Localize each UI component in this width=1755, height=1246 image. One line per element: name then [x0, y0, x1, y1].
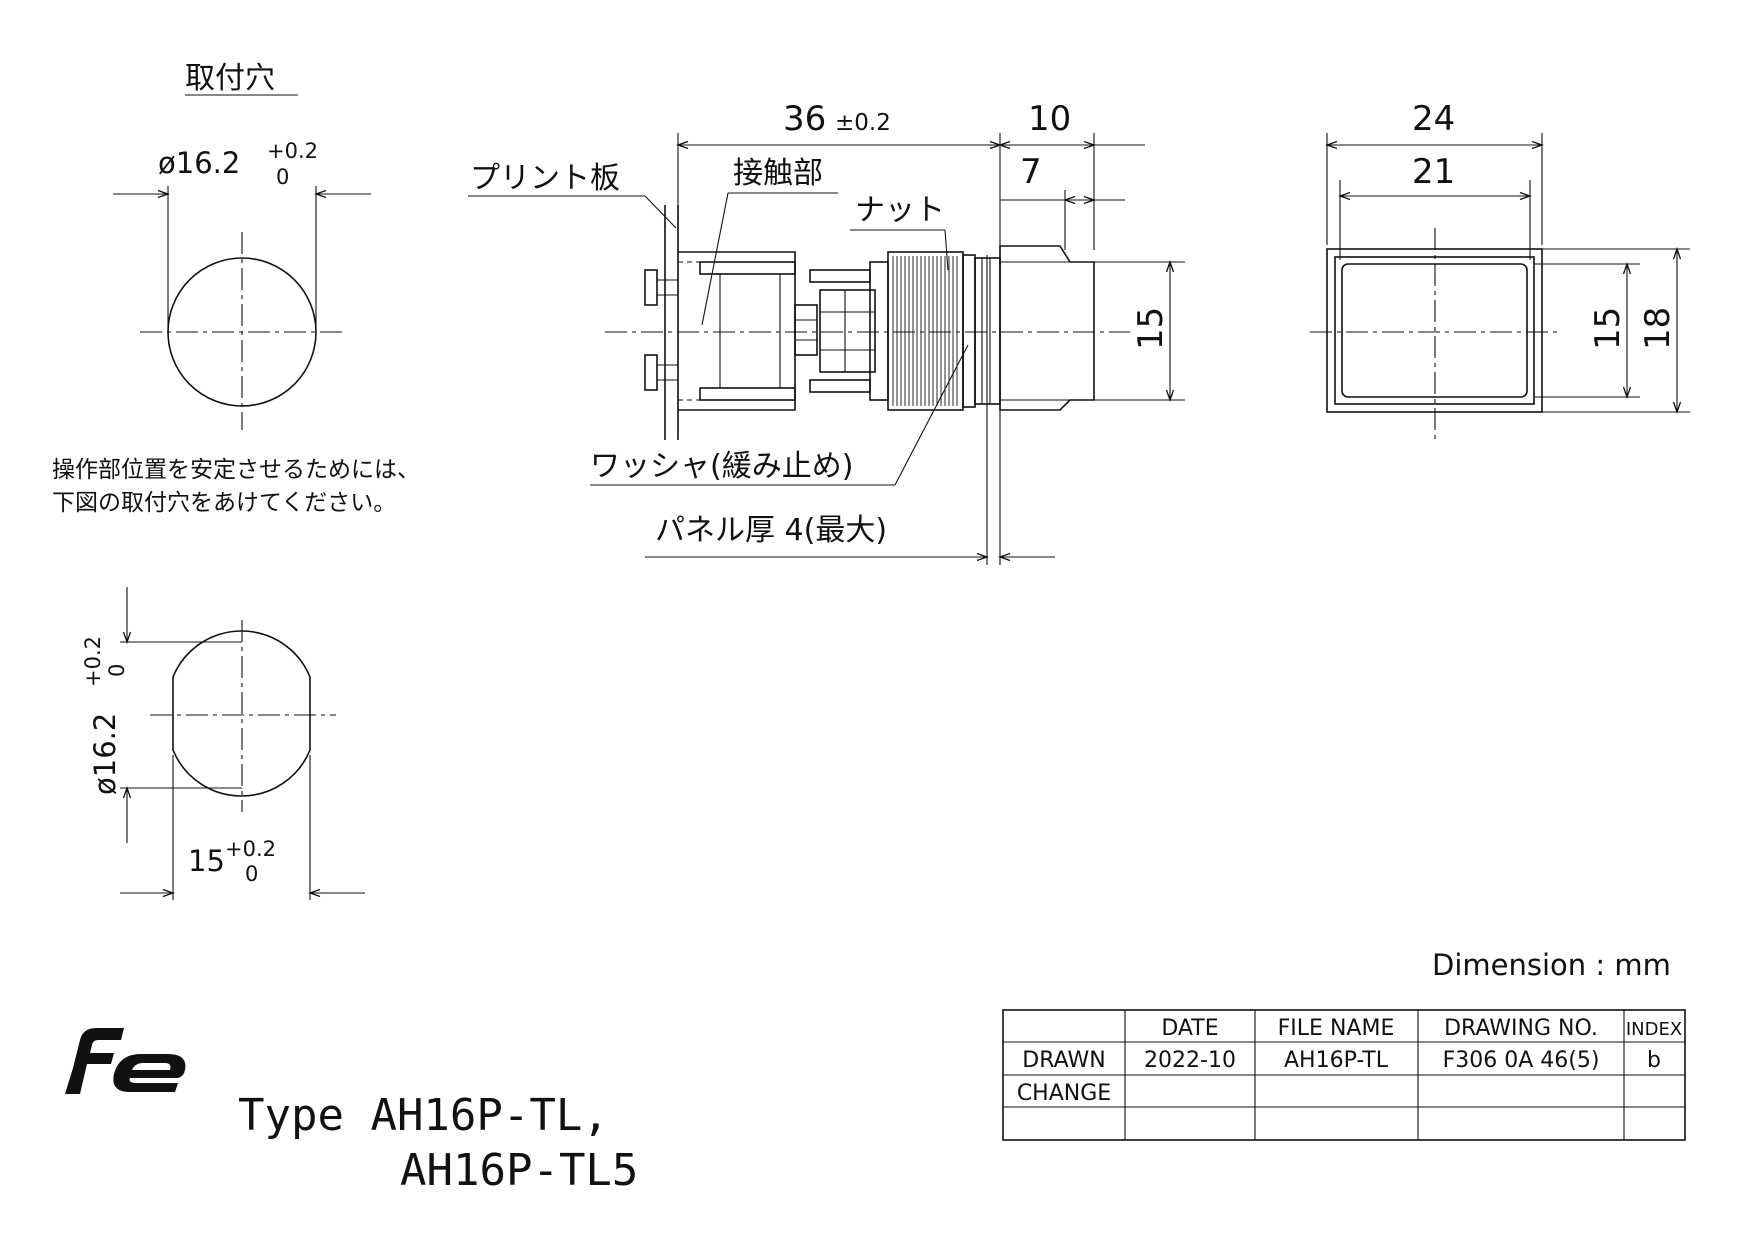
dim-10: 10 [1028, 99, 1071, 139]
title-block-cell: AH16P-TL [1284, 1048, 1389, 1073]
label-washer: ワッシャ(緩み止め) [590, 449, 853, 484]
dim-7: 7 [1020, 152, 1042, 192]
label-panel: パネル厚 4(最大) [655, 513, 887, 548]
title-block-cell: DRAWN [1022, 1048, 1105, 1073]
front-view: 24 21 15 18 [1310, 99, 1690, 440]
flat-width-label: 15 [188, 844, 225, 878]
title-block-cell: F306 0A 46(5) [1443, 1048, 1600, 1073]
dim-length: 36 [783, 99, 826, 139]
mounting-note-line1: 操作部位置を安定させるためには、 [52, 457, 420, 483]
title-block: DATE FILE NAME DRAWING NO. INDEX DRAWN 2022-1… [1002, 1009, 1686, 1141]
side-view: 36 ±0.2 10 7 プリント板 接触部 ナット [468, 99, 1185, 565]
dim-18: 18 [1638, 307, 1678, 350]
dim-24: 24 [1412, 99, 1455, 139]
flat-dia-tol-lower: 0 [105, 664, 129, 677]
flat-width-tol-upper: +0.2 [225, 837, 276, 861]
flat-dia-label: ø16.2 [88, 713, 122, 795]
hole-dia-tol-upper: +0.2 [267, 139, 318, 163]
hole-dia-tol-lower: 0 [276, 165, 289, 189]
dim-15-front: 15 [1588, 307, 1628, 350]
type-line-1: Type AH16P-TL, [238, 1090, 609, 1141]
title-block-cell: b [1647, 1048, 1661, 1073]
label-pcb: プリント板 [470, 161, 620, 196]
type-line-2: AH16P-TL5 [400, 1145, 638, 1196]
flat-width-tol-lower: 0 [245, 862, 258, 886]
units-note: Dimension : mm [1432, 948, 1671, 982]
title-block-header: FILE NAME [1278, 1016, 1395, 1041]
title-block-header: INDEX [1626, 1019, 1682, 1040]
mounting-hole-flatted: ø16.2 +0.2 0 15 +0.2 0 [81, 587, 365, 900]
title-block-header: DATE [1161, 1016, 1218, 1041]
label-nut: ナット [855, 193, 945, 228]
dim-height: 15 [1131, 307, 1171, 350]
mounting-hole-title: 取付穴 [185, 61, 275, 96]
mounting-hole-round: 取付穴 ø16.2 +0.2 0 操作部位置を安定させるためには、 下図の取付穴… [52, 61, 420, 516]
hole-dia-label: ø16.2 [158, 146, 240, 180]
flat-dia-tol-upper: +0.2 [81, 636, 105, 687]
mounting-note-line2: 下図の取付穴をあけてください。 [52, 490, 396, 516]
dim-21: 21 [1412, 152, 1455, 192]
title-block-cell: CHANGE [1017, 1081, 1111, 1106]
terminal-pins [644, 269, 678, 391]
label-contact: 接触部 [733, 156, 823, 191]
company-logo: Fe [65, 1028, 186, 1094]
title-block-cell: 2022-10 [1144, 1048, 1236, 1073]
dim-length-tol: ±0.2 [835, 110, 891, 136]
title-block-header: DRAWING NO. [1444, 1016, 1598, 1041]
